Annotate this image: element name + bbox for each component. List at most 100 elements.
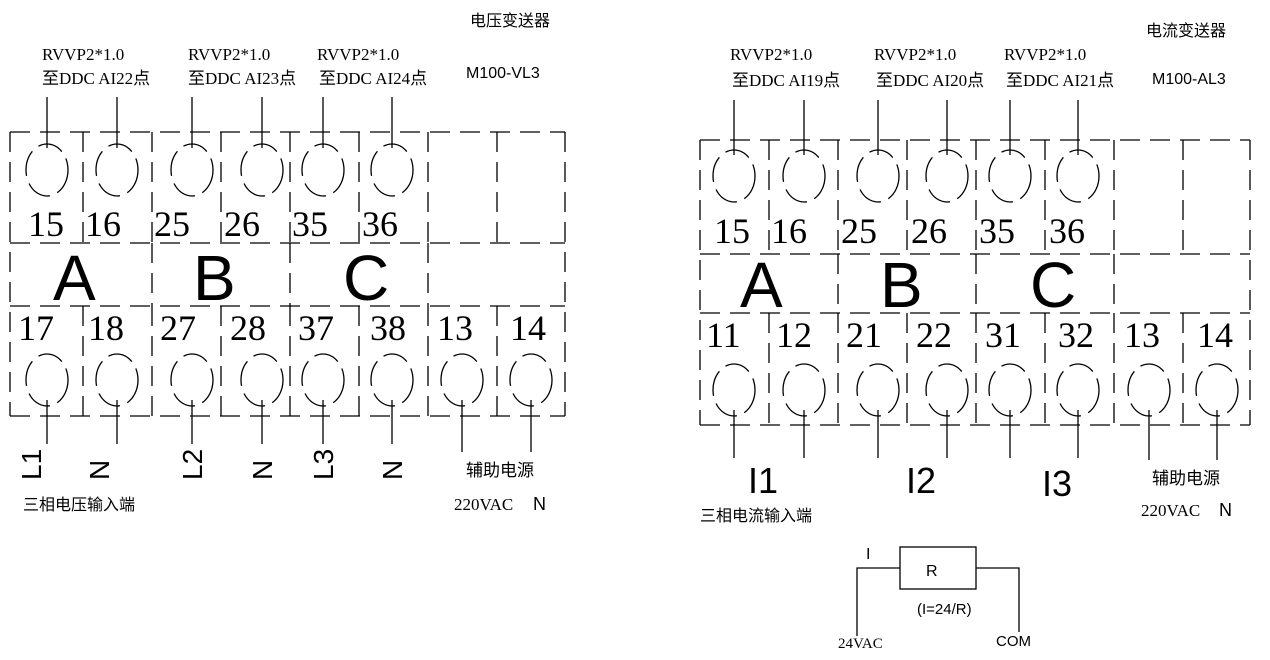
terminal-number: 25 bbox=[841, 211, 877, 251]
terminal-number: 28 bbox=[230, 308, 266, 348]
voltage-aux-neutral: N bbox=[533, 494, 546, 514]
terminal-number: 15 bbox=[28, 204, 64, 244]
voltage-input-leads bbox=[46, 400, 532, 452]
current-top-terminals bbox=[712, 149, 1100, 203]
terminal-number: 36 bbox=[362, 204, 398, 244]
terminal-number: 27 bbox=[160, 308, 196, 348]
screw-terminal bbox=[509, 353, 553, 407]
phase-label-b: B bbox=[880, 249, 923, 321]
current-bottom-terminal-numbers: 11 12 21 22 31 32 13 14 bbox=[706, 315, 1233, 355]
current-cable-2: RVVP2*1.0 bbox=[874, 45, 956, 64]
screw-terminal bbox=[25, 143, 69, 197]
screw-terminal bbox=[1056, 363, 1100, 417]
current-cable-1: RVVP2*1.0 bbox=[730, 45, 812, 64]
terminal-number: 32 bbox=[1058, 315, 1094, 355]
screw-terminal bbox=[370, 143, 414, 197]
current-symbol-label: I bbox=[866, 546, 870, 563]
voltage-top-terminals bbox=[25, 143, 414, 197]
input-label-n: N bbox=[84, 460, 115, 480]
screw-terminal bbox=[712, 363, 756, 417]
voltage-terminal-block bbox=[9, 131, 566, 417]
screw-terminal bbox=[301, 353, 345, 407]
current-phase-labels: A B C bbox=[740, 249, 1076, 321]
current-input-labels: I1 I2 I3 bbox=[748, 460, 1072, 504]
terminal-number: 17 bbox=[18, 308, 54, 348]
phase-label-b: B bbox=[193, 242, 236, 314]
current-signal-leads bbox=[733, 100, 1079, 155]
terminal-number: 21 bbox=[846, 315, 882, 355]
voltage-dest-1: 至DDC AI22点 bbox=[42, 69, 150, 88]
terminal-number: 38 bbox=[370, 308, 406, 348]
voltage-model: M100-VL3 bbox=[466, 65, 540, 82]
screw-terminal bbox=[170, 143, 214, 197]
phase-label-c: C bbox=[1030, 249, 1076, 321]
voltage-cable-3: RVVP2*1.0 bbox=[317, 45, 399, 64]
input-label-l2: L2 bbox=[177, 449, 208, 480]
terminal-number: 12 bbox=[776, 315, 812, 355]
terminal-number: 37 bbox=[298, 308, 334, 348]
screw-terminal bbox=[301, 143, 345, 197]
current-aux-power: 辅助电源 bbox=[1152, 469, 1220, 489]
terminal-number: 22 bbox=[916, 315, 952, 355]
screw-terminal bbox=[925, 363, 969, 417]
terminal-number: 14 bbox=[510, 308, 546, 348]
voltage-bottom-terminals bbox=[25, 353, 553, 407]
voltage-aux-voltage: 220VAC bbox=[454, 495, 513, 514]
screw-terminal bbox=[95, 353, 139, 407]
voltage-signal-leads bbox=[46, 97, 393, 148]
current-model: M100-AL3 bbox=[1152, 71, 1226, 88]
terminal-number: 16 bbox=[771, 211, 807, 251]
screw-terminal bbox=[25, 353, 69, 407]
terminal-number: 11 bbox=[706, 315, 741, 355]
voltage-input-caption: 三相电压输入端 bbox=[23, 495, 135, 514]
phase-label-c: C bbox=[343, 242, 389, 314]
resistor-symbol bbox=[899, 546, 977, 590]
screw-terminal bbox=[170, 353, 214, 407]
terminal-number: 35 bbox=[292, 204, 328, 244]
current-transmitter: 电流变送器 M100-AL3 RVVP2*1.0 至DDC AI19点 RVVP… bbox=[699, 21, 1251, 525]
resistor-label: R bbox=[926, 563, 938, 580]
terminal-number: 18 bbox=[88, 308, 124, 348]
current-dest-1: 至DDC AI19点 bbox=[732, 71, 840, 90]
input-label-i2: I2 bbox=[906, 460, 936, 501]
resistor-circuit: I R (I=24/R) 24VAC COM bbox=[838, 546, 1031, 652]
screw-terminal bbox=[1056, 149, 1100, 203]
voltage-top-terminal-numbers: 15 16 25 26 35 36 bbox=[28, 204, 398, 244]
screw-terminal bbox=[856, 149, 900, 203]
screw-terminal bbox=[1127, 363, 1171, 417]
common-label: COM bbox=[996, 633, 1031, 650]
terminal-number: 14 bbox=[1197, 315, 1233, 355]
terminal-number: 31 bbox=[985, 315, 1021, 355]
input-label-l1: L1 bbox=[16, 449, 47, 480]
terminal-number: 26 bbox=[224, 204, 260, 244]
screw-terminal bbox=[782, 363, 826, 417]
screw-terminal bbox=[988, 149, 1032, 203]
phase-label-a: A bbox=[53, 242, 96, 314]
screw-terminal bbox=[440, 353, 484, 407]
voltage-transmitter: 电压变送器 M100-VL3 RVVP2*1.0 至DDC AI22点 RVVP… bbox=[9, 11, 566, 514]
input-label-n: N bbox=[247, 460, 278, 480]
terminal-number: 26 bbox=[911, 211, 947, 251]
resistor-formula: (I=24/R) bbox=[917, 601, 972, 618]
terminal-number: 35 bbox=[979, 211, 1015, 251]
screw-terminal bbox=[1195, 363, 1239, 417]
screw-terminal bbox=[95, 143, 139, 197]
terminal-number: 13 bbox=[437, 308, 473, 348]
voltage-input-labels: L1 N L2 N L3 N bbox=[16, 449, 408, 480]
input-label-i1: I1 bbox=[748, 460, 778, 501]
screw-terminal bbox=[856, 363, 900, 417]
current-aux-neutral: N bbox=[1219, 500, 1232, 520]
current-terminal-block bbox=[699, 139, 1251, 426]
input-label-i3: I3 bbox=[1042, 463, 1072, 504]
supply-label: 24VAC bbox=[838, 636, 883, 652]
screw-terminal bbox=[925, 149, 969, 203]
current-top-terminal-numbers: 15 16 25 26 35 36 bbox=[714, 211, 1085, 251]
screw-terminal bbox=[240, 353, 284, 407]
input-label-n: N bbox=[377, 460, 408, 480]
voltage-cable-2: RVVP2*1.0 bbox=[188, 45, 270, 64]
current-dest-3: 至DDC AI21点 bbox=[1006, 71, 1114, 90]
voltage-phase-labels: A B C bbox=[53, 242, 389, 314]
screw-terminal bbox=[988, 363, 1032, 417]
screw-terminal bbox=[370, 353, 414, 407]
